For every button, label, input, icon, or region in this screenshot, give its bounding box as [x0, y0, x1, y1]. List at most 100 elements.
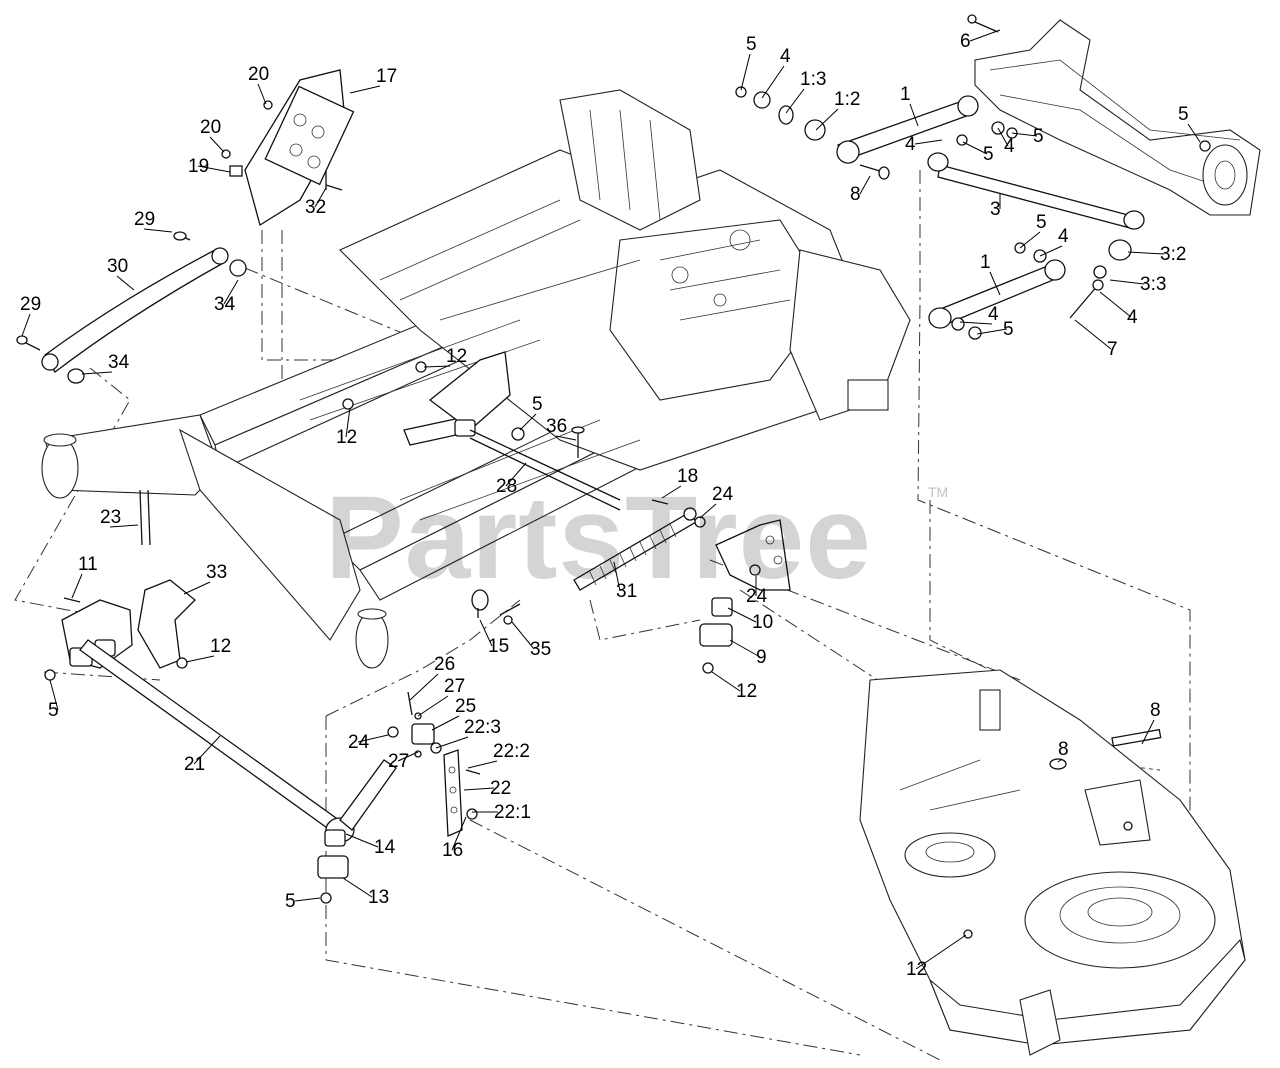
callout-c-30: 30 — [107, 256, 135, 291]
callout-c-34-a: 34 — [214, 279, 239, 315]
indicator-bracket — [387, 691, 481, 837]
callout-leader-line — [1109, 279, 1145, 285]
callout-label: 6 — [960, 31, 971, 52]
callout-leader-line — [729, 639, 761, 658]
callout-leader-line — [761, 65, 785, 99]
brackets-center — [471, 589, 733, 674]
callout-label: 5 — [532, 394, 543, 415]
callout-label: 30 — [107, 256, 128, 277]
callout-c-5-h: 5 — [48, 679, 59, 721]
callout-leader-line — [71, 573, 83, 599]
callout-label: 4 — [988, 304, 999, 325]
callout-leader-line — [81, 371, 113, 375]
callout-label: 12 — [906, 959, 927, 980]
callout-label: 27 — [388, 751, 409, 772]
callout-c-5-g: 5 — [519, 394, 543, 431]
callout-c-1:2: 1:2 — [815, 89, 860, 131]
callout-leader-line — [349, 85, 381, 94]
callout-c-21: 21 — [184, 735, 221, 775]
callout-c-29-b: 29 — [20, 294, 41, 337]
callout-leader-line — [727, 607, 757, 623]
callout-c-8-c: 8 — [1057, 739, 1069, 763]
callout-label: 24 — [348, 732, 370, 753]
callout-leader-line — [997, 127, 1009, 147]
callout-leader-line — [1141, 719, 1155, 745]
hoc-plate — [221, 69, 355, 227]
callout-leader-line — [21, 313, 31, 337]
callout-c-36: 36 — [546, 416, 577, 441]
callout-leader-line — [1019, 231, 1041, 249]
callout-label: 34 — [108, 352, 130, 373]
callout-c-5-i: 5 — [285, 891, 321, 912]
callout-leader-line — [345, 407, 351, 438]
callout-c-1-b: 1 — [980, 252, 1001, 296]
callout-c-12-e: 12 — [906, 934, 967, 980]
watermark-trademark: TM — [928, 484, 948, 500]
callout-label: 3 — [990, 199, 1001, 220]
callout-leader-line — [479, 619, 493, 647]
callout-leader-line — [505, 462, 527, 487]
callout-c-7: 7 — [1074, 319, 1118, 360]
callout-c-29-a: 29 — [134, 209, 173, 233]
callout-label: 5 — [1033, 126, 1044, 147]
callout-c-4-c: 4 — [997, 127, 1015, 157]
callout-c-22:3: 22:3 — [435, 717, 501, 749]
callout-label: 4 — [1127, 307, 1138, 328]
callout-label: 16 — [442, 840, 463, 861]
callout-label: 22:2 — [493, 741, 530, 762]
callout-leader-line — [223, 279, 239, 305]
callout-label: 34 — [214, 294, 236, 315]
callout-leader-line — [555, 435, 577, 441]
callout-label: 5 — [983, 144, 994, 165]
callout-label: 29 — [20, 294, 41, 315]
callout-leader-line — [1127, 251, 1165, 255]
callout-leader-line — [1057, 758, 1063, 763]
callout-c-8-a: 8 — [850, 175, 871, 205]
callout-leader-line — [197, 165, 231, 173]
callout-c-34-b: 34 — [81, 352, 130, 375]
callout-leader-line — [519, 413, 537, 431]
callout-label: 26 — [434, 654, 455, 675]
callout-leader-line — [185, 655, 215, 663]
callout-c-15: 15 — [479, 619, 509, 657]
callout-label: 5 — [1178, 104, 1189, 125]
callout-c-16: 16 — [442, 816, 467, 861]
callout-label: 8 — [850, 184, 861, 205]
callout-c-6: 6 — [960, 29, 1001, 52]
callout-label: 1:3 — [800, 69, 826, 90]
callout-leader-line — [435, 736, 469, 749]
callout-c-5-c: 5 — [962, 141, 994, 165]
callout-c-27-a: 27 — [417, 676, 465, 717]
callout-leader-line — [431, 715, 460, 731]
lift-arm — [16, 231, 247, 384]
callout-c-27-b: 27 — [388, 751, 419, 772]
callout-c-9: 9 — [729, 639, 767, 668]
callout-label: 21 — [184, 754, 205, 775]
callout-leader-line — [409, 673, 439, 701]
callout-c-4-a: 4 — [761, 46, 791, 99]
callout-leader-line — [423, 365, 451, 368]
callout-leader-line — [711, 671, 741, 692]
callout-leader-line — [116, 275, 135, 291]
callout-label: 4 — [905, 134, 916, 155]
callout-label: 18 — [677, 466, 698, 487]
upper-links — [735, 86, 1145, 340]
callout-leader-line — [1011, 132, 1038, 137]
callout-leader-line — [511, 621, 535, 650]
callout-c-31: 31 — [613, 561, 637, 602]
callout-leader-line — [357, 734, 389, 743]
callout-leader-line — [976, 328, 1008, 335]
callout-c-28: 28 — [496, 462, 527, 497]
callout-c-5-d: 5 — [1011, 126, 1044, 147]
callout-leader-line — [342, 877, 373, 898]
callout-c-22:1: 22:1 — [472, 802, 531, 823]
callout-label: 33 — [206, 562, 227, 583]
callout-c-1-a: 1 — [900, 84, 919, 127]
front-lift-assembly — [44, 489, 397, 904]
callout-c-5-b: 5 — [1178, 104, 1201, 143]
callout-c-4-d: 4 — [1039, 226, 1069, 257]
callout-c-14: 14 — [345, 833, 396, 858]
callout-leader-line — [740, 53, 751, 91]
callout-label: 9 — [756, 647, 767, 668]
callout-c-17: 17 — [349, 66, 397, 94]
